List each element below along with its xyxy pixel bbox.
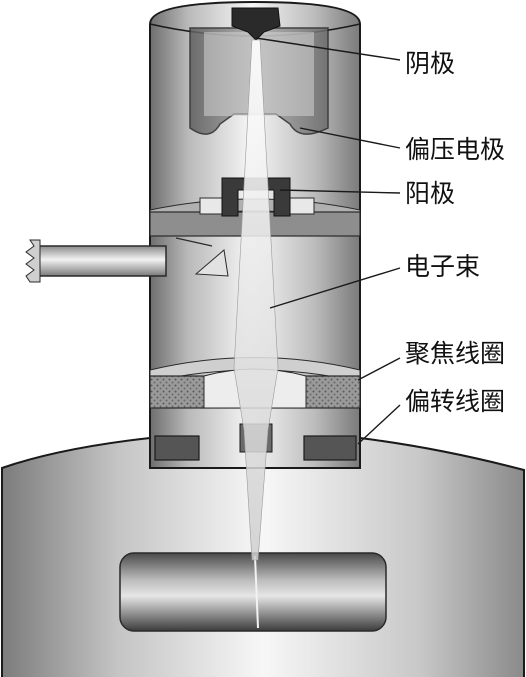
deflection-coil-right: [303, 435, 357, 461]
leader-lines: [255, 37, 401, 445]
deflection-coil-left: [154, 435, 200, 461]
electron-beam: [233, 39, 279, 561]
side-port-tube: [35, 245, 167, 277]
leader-deflection-coil: [357, 404, 401, 445]
workpiece-impact-line: [254, 555, 259, 629]
leader-electron-beam: [269, 267, 401, 309]
label-anode: 阳极: [405, 179, 455, 208]
label-focusing-coil: 聚焦线圈: [405, 339, 505, 368]
leader-bias-electrode: [299, 127, 401, 149]
cathode: [231, 7, 281, 41]
leader-cathode: [255, 37, 401, 61]
side-port-flange: [25, 239, 41, 283]
label-electron-beam: 电子束: [405, 252, 480, 281]
label-bias-electrode: 偏压电极: [405, 135, 505, 164]
side-port-deflector: [175, 237, 213, 247]
label-cathode: 阴极: [405, 49, 455, 78]
leader-focusing-coil: [357, 357, 401, 381]
side-mirror: [194, 249, 229, 277]
label-deflection-coil: 偏转线圈: [405, 387, 505, 416]
leader-anode: [279, 189, 401, 194]
workpiece-cylinder: [119, 552, 387, 632]
